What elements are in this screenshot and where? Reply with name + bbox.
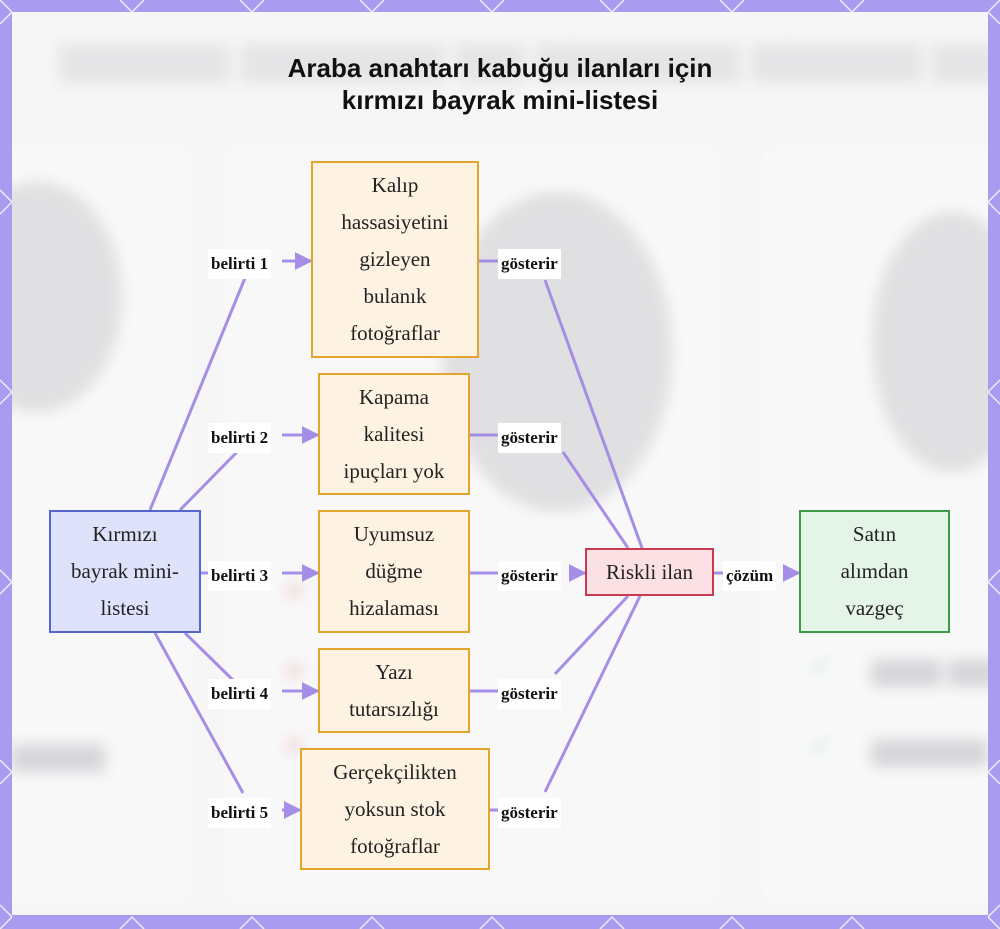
node-text: hassasiyetini (341, 210, 449, 234)
edge-label-gosterir-3: gösterir (498, 561, 561, 591)
node-symptom-5: Gerçekçilikten yoksun stok fotoğraflar (300, 748, 490, 870)
node-symptom-2: Kapama kalitesi ipuçları yok (318, 373, 470, 495)
node-abandon-purchase: Satın alımdan vazgeç (799, 510, 950, 633)
edge-checklist-symptom4 (183, 631, 239, 686)
node-risky-listing: Riskli ilan (585, 548, 714, 596)
node-text: Gerçekçilikten (333, 759, 457, 784)
node-text: Uyumsuz (353, 522, 435, 546)
node-text: yoksun stok (344, 796, 446, 821)
node-text: Riskli ilan (606, 559, 693, 584)
node-text: fotoğraflar (350, 321, 440, 345)
edge-checklist-symptom1 (148, 277, 247, 511)
node-text: Kalıp (371, 173, 419, 197)
edge-label-gosterir-2: gösterir (498, 423, 561, 453)
edge-label-gosterir-5: gösterir (498, 798, 561, 828)
edge-gosterir2-risky (561, 451, 630, 549)
edge-label-cozum: çözüm (723, 561, 777, 591)
node-text: tutarsızlığı (349, 696, 439, 721)
edge-gosterir1-risky (543, 279, 644, 549)
node-text: düğme (365, 559, 423, 583)
diagram-title: Araba anahtarı kabuğu ilanları için kırm… (0, 52, 1000, 116)
edge-label-belirti-2: belirti 2 (208, 423, 272, 453)
node-text: kalitesi (363, 421, 425, 446)
node-text: bulanık (363, 284, 427, 308)
edge-label-belirti-1: belirti 1 (208, 249, 272, 279)
edge-label-belirti-5: belirti 5 (208, 798, 272, 828)
background-decor: ▆▆▆▆▆ ▆▆▆▆▆▆ ▆▆ ▆▆▆▆▆▆ ▆▆▆▆▆ ▆▆▆ (60, 33, 988, 82)
node-red-flag-checklist: Kırmızı bayrak mini- listesi (49, 510, 201, 633)
node-text: Yazı (375, 659, 413, 684)
node-text: gizleyen (359, 247, 431, 271)
node-symptom-3: Uyumsuz düğme hizalaması (318, 510, 470, 633)
title-line-2: kırmızı bayrak mini-listesi (341, 85, 659, 115)
node-text: alımdan (840, 559, 909, 583)
edge-label-gosterir-4: gösterir (498, 679, 561, 709)
node-text: listesi (100, 596, 150, 620)
edge-label-belirti-4: belirti 4 (208, 679, 272, 709)
edge-label-belirti-3: belirti 3 (208, 561, 272, 591)
node-text: Kapama (359, 384, 429, 409)
node-text: ipuçları yok (343, 458, 445, 483)
node-text: Satın (852, 522, 897, 546)
node-symptom-4: Yazı tutarsızlığı (318, 648, 470, 733)
edge-gosterir5-risky (543, 595, 642, 793)
edge-checklist-symptom2 (178, 450, 239, 512)
node-text: hizalaması (349, 596, 439, 620)
edge-label-gosterir-1: gösterir (498, 249, 561, 279)
node-text: bayrak mini- (71, 559, 179, 583)
node-text: vazgeç (845, 596, 904, 620)
edge-gosterir4-risky (553, 594, 630, 676)
node-symptom-1: Kalıp hassasiyetini gizleyen bulanık fot… (311, 161, 479, 358)
title-line-1: Araba anahtarı kabuğu ilanları için (287, 53, 713, 83)
node-text: fotoğraflar (350, 833, 440, 858)
edge-checklist-symptom5 (153, 632, 245, 794)
node-text: Kırmızı (92, 522, 158, 546)
